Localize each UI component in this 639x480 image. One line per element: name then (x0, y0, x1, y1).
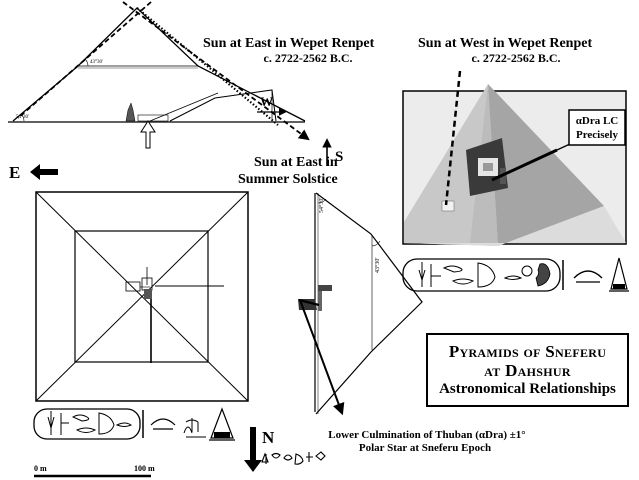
angle-base-label: 54°30' (16, 115, 29, 120)
title-box: Pyramids of Sneferu at Dahshur Astronomi… (426, 333, 629, 407)
alpha-dra-label-line1: αDra LC (576, 115, 619, 127)
alpha-dra-label-line2: Precisely (576, 129, 618, 141)
scale-start-label: 0 m (34, 464, 47, 473)
title-line1: Pyramids of Sneferu (448, 341, 607, 361)
sun-west-wepet-date: c. 2722-2562 B.C. (472, 51, 561, 65)
sun-west-wepet-heading: Sun at West in Wepet Renpet (418, 36, 592, 51)
cartouche-left (33, 407, 235, 441)
side-angle-label-2: 43°30' (374, 258, 381, 273)
scale-end-label: 100 m (134, 464, 155, 473)
north-direction-label: N (262, 428, 275, 447)
sun-east-summer-line1: Sun at East in (254, 155, 338, 170)
bent-pyramid-profile: 54°30' 43°30' W (8, 1, 310, 149)
sun-east-wepet-date: c. 2722-2562 B.C. (264, 51, 353, 65)
west-direction-label: W (260, 94, 273, 109)
east-direction-label: E (9, 163, 20, 182)
pyramid-plan-view (35, 191, 249, 402)
pyramid-side-section: 54°30' 43°30' (298, 192, 423, 416)
hieroglyph-row (261, 451, 326, 465)
north-arrow-icon (244, 427, 262, 472)
thuban-caption-line2: Polar Star at Sneferu Epoch (359, 442, 491, 454)
cartouche-right (402, 257, 629, 292)
east-arrow-icon (30, 164, 58, 180)
alpha-dra-callout (568, 109, 626, 146)
side-angle-label-1: 54°30' (318, 198, 325, 213)
title-line2: at Dahshur (484, 360, 571, 380)
angle-upper-label: 43°30' (90, 60, 103, 65)
sun-east-summer-line2: Summer Solstice (238, 172, 338, 187)
pyramid-photo (402, 70, 627, 246)
south-direction-label: S (335, 149, 343, 165)
thuban-caption-line1: Lower Culmination of Thuban (αDra) ±1° (328, 429, 525, 441)
title-line3: Astronomical Relationships (439, 380, 616, 397)
scale-bar: 0 m 100 m (34, 464, 155, 478)
sun-east-wepet-heading: Sun at East in Wepet Renpet (203, 36, 375, 51)
